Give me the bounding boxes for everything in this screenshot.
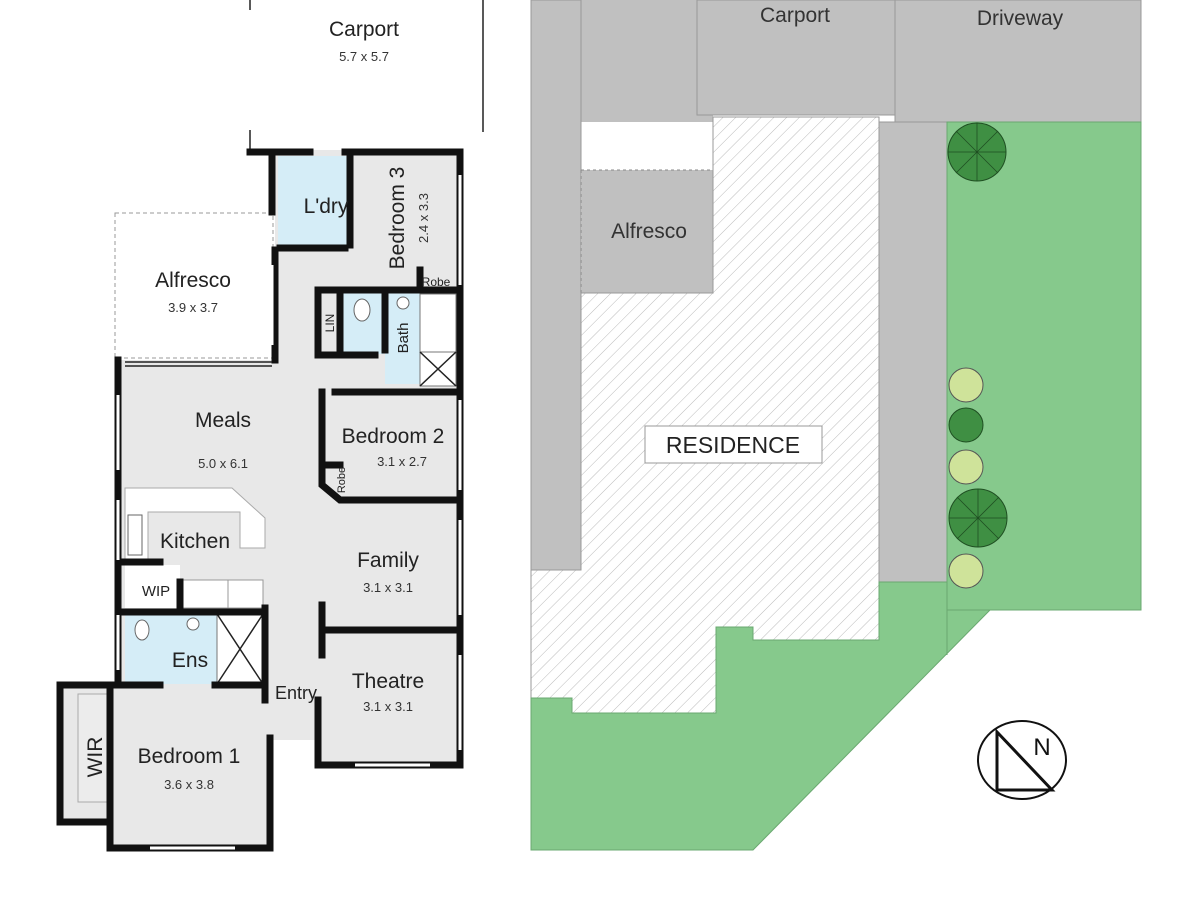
site-alfresco [581,170,713,293]
cooktop [179,579,229,609]
room-dims-theatre: 3.1 x 3.1 [363,699,413,714]
alfresco-area [114,212,274,359]
room-name-family: Family [357,549,419,572]
site-label-driveway: Driveway [977,7,1064,30]
room-name-alfresco: Alfresco [155,269,231,292]
site-residence [530,116,880,714]
wip-area [125,565,180,608]
tree-icon [948,488,1008,548]
label-robe-bedroom-3: Robe [422,275,451,289]
label-laundry: L'dry [304,195,349,218]
bathtub [419,293,457,353]
residence-label-box [644,425,823,464]
label-wir: WIR [84,737,107,778]
site-lawn-side [946,121,1142,611]
room-dims-bedroom-1: 3.6 x 3.8 [164,777,214,792]
sink-icon [127,514,143,556]
windows [116,10,462,850]
room-dims-alfresco: 3.9 x 3.7 [168,300,218,315]
trees [947,122,1008,589]
toilet-icon [353,298,371,322]
room-name-bedroom-3: Bedroom 3 [386,167,409,270]
tree-icon [948,553,984,589]
label-kitchen: Kitchen [160,530,230,553]
label-bath: Bath [395,323,412,354]
room-name-bedroom-1: Bedroom 1 [138,745,241,768]
site-driveway [894,0,1142,123]
room-dims-meals: 5.0 x 6.1 [198,456,248,471]
fridge-space [227,579,264,609]
basin-icon [396,296,410,310]
site-gray-strip [530,0,582,571]
site-label-residence: RESIDENCE [666,432,800,458]
wir-area [77,693,109,803]
site-label-alfresco: Alfresco [611,220,687,243]
floor-plan: Carport 5.7 x 5.7 Alfresco 3.9 x 3.7 Mea… [56,0,484,852]
north-arrow-icon: N [977,720,1067,800]
walls [56,148,464,852]
label-wip: WIP [142,583,170,600]
site-side-path [878,121,948,583]
room-name-bedroom-2: Bedroom 2 [342,425,445,448]
site-lawn-front [530,581,992,851]
room-dims-carport: 5.7 x 5.7 [339,49,389,64]
north-label: N [1033,734,1050,761]
toilet-icon [134,619,150,641]
label-robe-bedroom-2: Robe [336,467,348,493]
tree-icon [948,449,984,485]
laundry-tile [278,156,348,248]
label-linen: LIN [323,314,337,333]
label-ensuite: Ens [172,649,208,672]
room-name-meals: Meals [195,409,251,432]
site-carport [696,0,896,116]
site-gray-left [531,0,713,122]
tree-icon [947,122,1007,182]
tree-icon [948,367,984,403]
basin-icon [186,617,200,631]
room-name-carport: Carport [329,18,399,41]
room-name-theatre: Theatre [352,670,424,693]
room-dims-bedroom-2: 3.1 x 2.7 [377,454,427,469]
label-entry: Entry [275,683,317,703]
room-dims-family: 3.1 x 3.1 [363,580,413,595]
tree-icon [948,407,984,443]
site-label-carport: Carport [760,4,830,27]
room-dims-bedroom-3: 2.4 x 3.3 [416,193,431,243]
